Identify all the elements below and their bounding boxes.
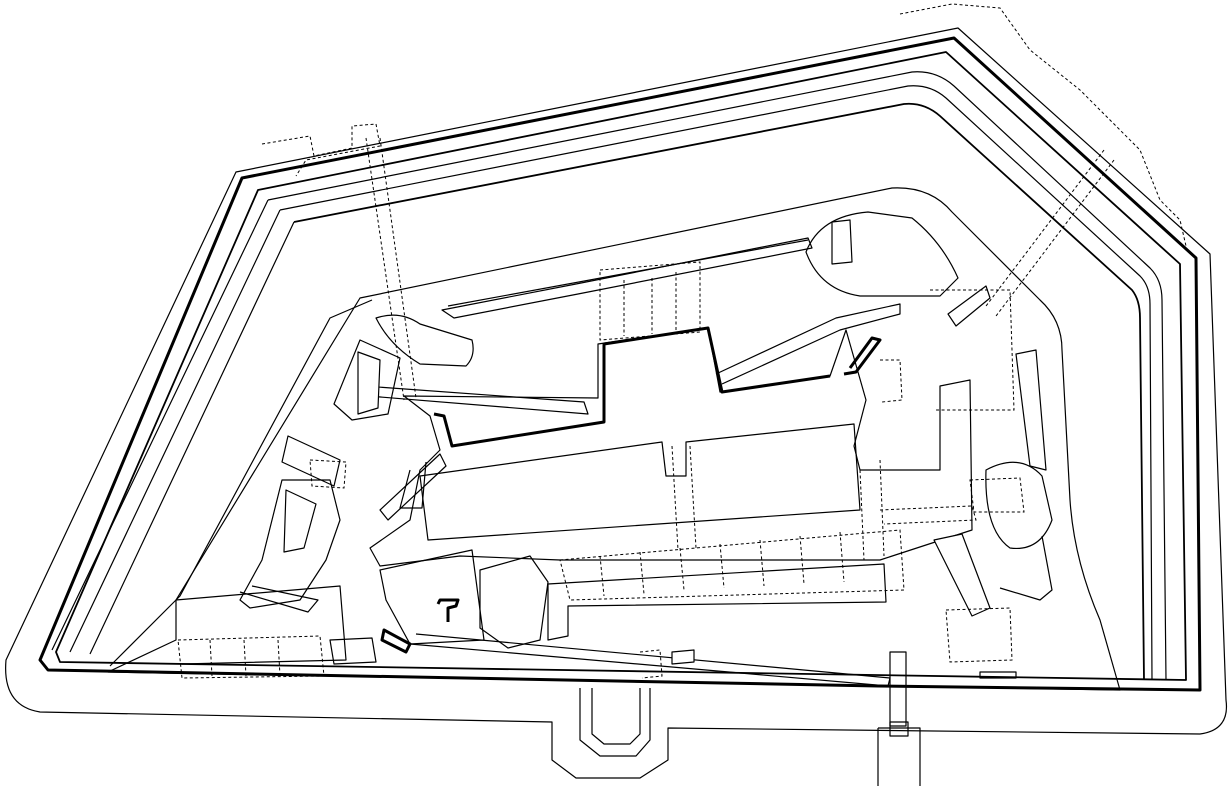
south-casemates xyxy=(379,549,921,786)
central-courtyard xyxy=(369,327,973,567)
inner-rampart-lines xyxy=(51,71,1167,681)
south-gate xyxy=(579,688,651,757)
underground-galleries xyxy=(177,3,1187,679)
casemate-walls xyxy=(380,326,882,654)
outer-glacis xyxy=(5,27,1228,779)
west-bastion xyxy=(239,339,401,613)
sw-ramp xyxy=(175,585,1017,679)
main-rampart xyxy=(38,36,1202,692)
terreplein xyxy=(107,187,1121,691)
east-bastion xyxy=(805,211,1053,617)
north-gallery xyxy=(363,237,901,521)
